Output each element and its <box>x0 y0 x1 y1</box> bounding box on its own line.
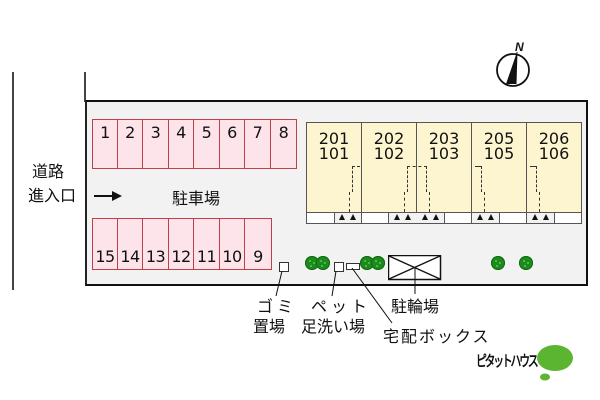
delivery-box-label: 宅配ボックス <box>383 327 491 346</box>
pet-wash-label-line1: ペット <box>311 297 372 316</box>
pet-wash-box[interactable] <box>334 262 344 272</box>
stall-number: 3 <box>150 123 161 142</box>
garbage-label-line1: ゴミ <box>257 297 298 316</box>
north-label: N <box>515 40 524 54</box>
parking-label: 駐車場 <box>172 189 221 208</box>
entrance-marker-icon <box>422 214 428 220</box>
parking-stall[interactable]: 5 <box>193 119 220 169</box>
entrance-marker-icon <box>543 214 549 220</box>
stall-number: 4 <box>176 123 186 142</box>
pet-wash-label: ペット 足洗い場 <box>301 297 371 337</box>
stair-path <box>530 166 536 167</box>
parking-stall[interactable]: 8 <box>270 119 297 169</box>
stair-path <box>484 192 485 212</box>
site-left-line <box>84 72 86 102</box>
parking-stall[interactable]: 4 <box>168 119 194 169</box>
entrance-marker-icon <box>350 214 356 220</box>
tree-icon <box>316 256 330 270</box>
pet-wash-label-line2: 足洗い場 <box>301 317 366 336</box>
strip-line <box>306 223 582 224</box>
entrance-marker-icon <box>433 214 439 220</box>
stair-path <box>407 166 427 167</box>
brand-logo-icon <box>537 345 573 381</box>
parking-stall[interactable]: 1 <box>92 119 118 169</box>
tree-icon <box>491 256 505 270</box>
road-edge-line <box>12 72 14 290</box>
unit-lower-number: 101 <box>318 144 350 163</box>
stair-path <box>352 166 360 167</box>
stair-path <box>481 166 482 192</box>
road-label: 道路 <box>32 162 65 181</box>
stair-path <box>404 192 405 212</box>
entrance-marker-icon <box>339 214 345 220</box>
entrance-marker-icon <box>488 214 494 220</box>
stair-path <box>429 192 430 212</box>
stair-path <box>407 166 408 192</box>
stall-number: 12 <box>171 247 191 266</box>
stair-path <box>349 192 350 212</box>
stall-number: 11 <box>196 247 217 266</box>
stall-number: 10 <box>222 247 242 266</box>
parking-stall[interactable]: 14 <box>117 218 143 270</box>
tree-icon <box>360 256 374 270</box>
stall-number: 1 <box>100 123 110 142</box>
road-entrance-label: 道路 進入口 <box>28 160 76 208</box>
entry-arrow-icon <box>94 191 122 201</box>
brand-name: ピタットハウス <box>476 352 539 370</box>
entrance-marker-icon <box>532 214 538 220</box>
stair-path <box>352 166 353 192</box>
entrance-marker-icon <box>394 214 400 220</box>
stall-number: 2 <box>125 123 135 142</box>
garbage-label-line2: 置場 <box>253 317 286 336</box>
tree-icon <box>371 256 385 270</box>
unit-upper-number: 203 <box>428 129 460 148</box>
stair-path <box>539 192 540 212</box>
entrance-marker-icon <box>477 214 483 220</box>
parking-stall[interactable]: 12 <box>168 218 194 270</box>
entrance-label: 進入口 <box>28 186 77 205</box>
unit-lower-number: 102 <box>373 144 405 163</box>
unit-lower-number: 105 <box>483 144 515 163</box>
tree-icon <box>305 256 319 270</box>
stall-number: 9 <box>253 247 263 266</box>
entrance-marker-icon <box>405 214 411 220</box>
tree-icon <box>519 256 533 270</box>
stall-number: 8 <box>278 123 289 142</box>
stall-number: 6 <box>227 123 237 142</box>
stair-path <box>426 166 427 192</box>
unit-upper-number: 202 <box>373 129 405 148</box>
unit-lower-number: 106 <box>538 144 570 163</box>
unit-upper-number: 201 <box>318 129 350 148</box>
parking-stall[interactable]: 9 <box>244 218 272 270</box>
unit-lower-number: 103 <box>428 144 460 163</box>
unit-upper-number: 206 <box>538 129 570 148</box>
unit-upper-number: 205 <box>483 129 515 148</box>
garbage-area-label: ゴミ 置場 <box>253 297 297 337</box>
stall-number: 14 <box>120 247 140 266</box>
stair-path <box>475 166 481 167</box>
stall-number: 5 <box>201 123 212 142</box>
stall-number: 13 <box>145 247 166 266</box>
garbage-area-box[interactable] <box>279 262 289 272</box>
parking-stall[interactable]: 15 <box>92 218 118 270</box>
stall-number: 15 <box>95 247 115 266</box>
stall-number: 7 <box>252 123 263 142</box>
stair-path <box>536 166 537 192</box>
bicycle-parking-label: 駐輪場 <box>391 297 440 316</box>
north-compass-icon: N <box>496 40 530 87</box>
